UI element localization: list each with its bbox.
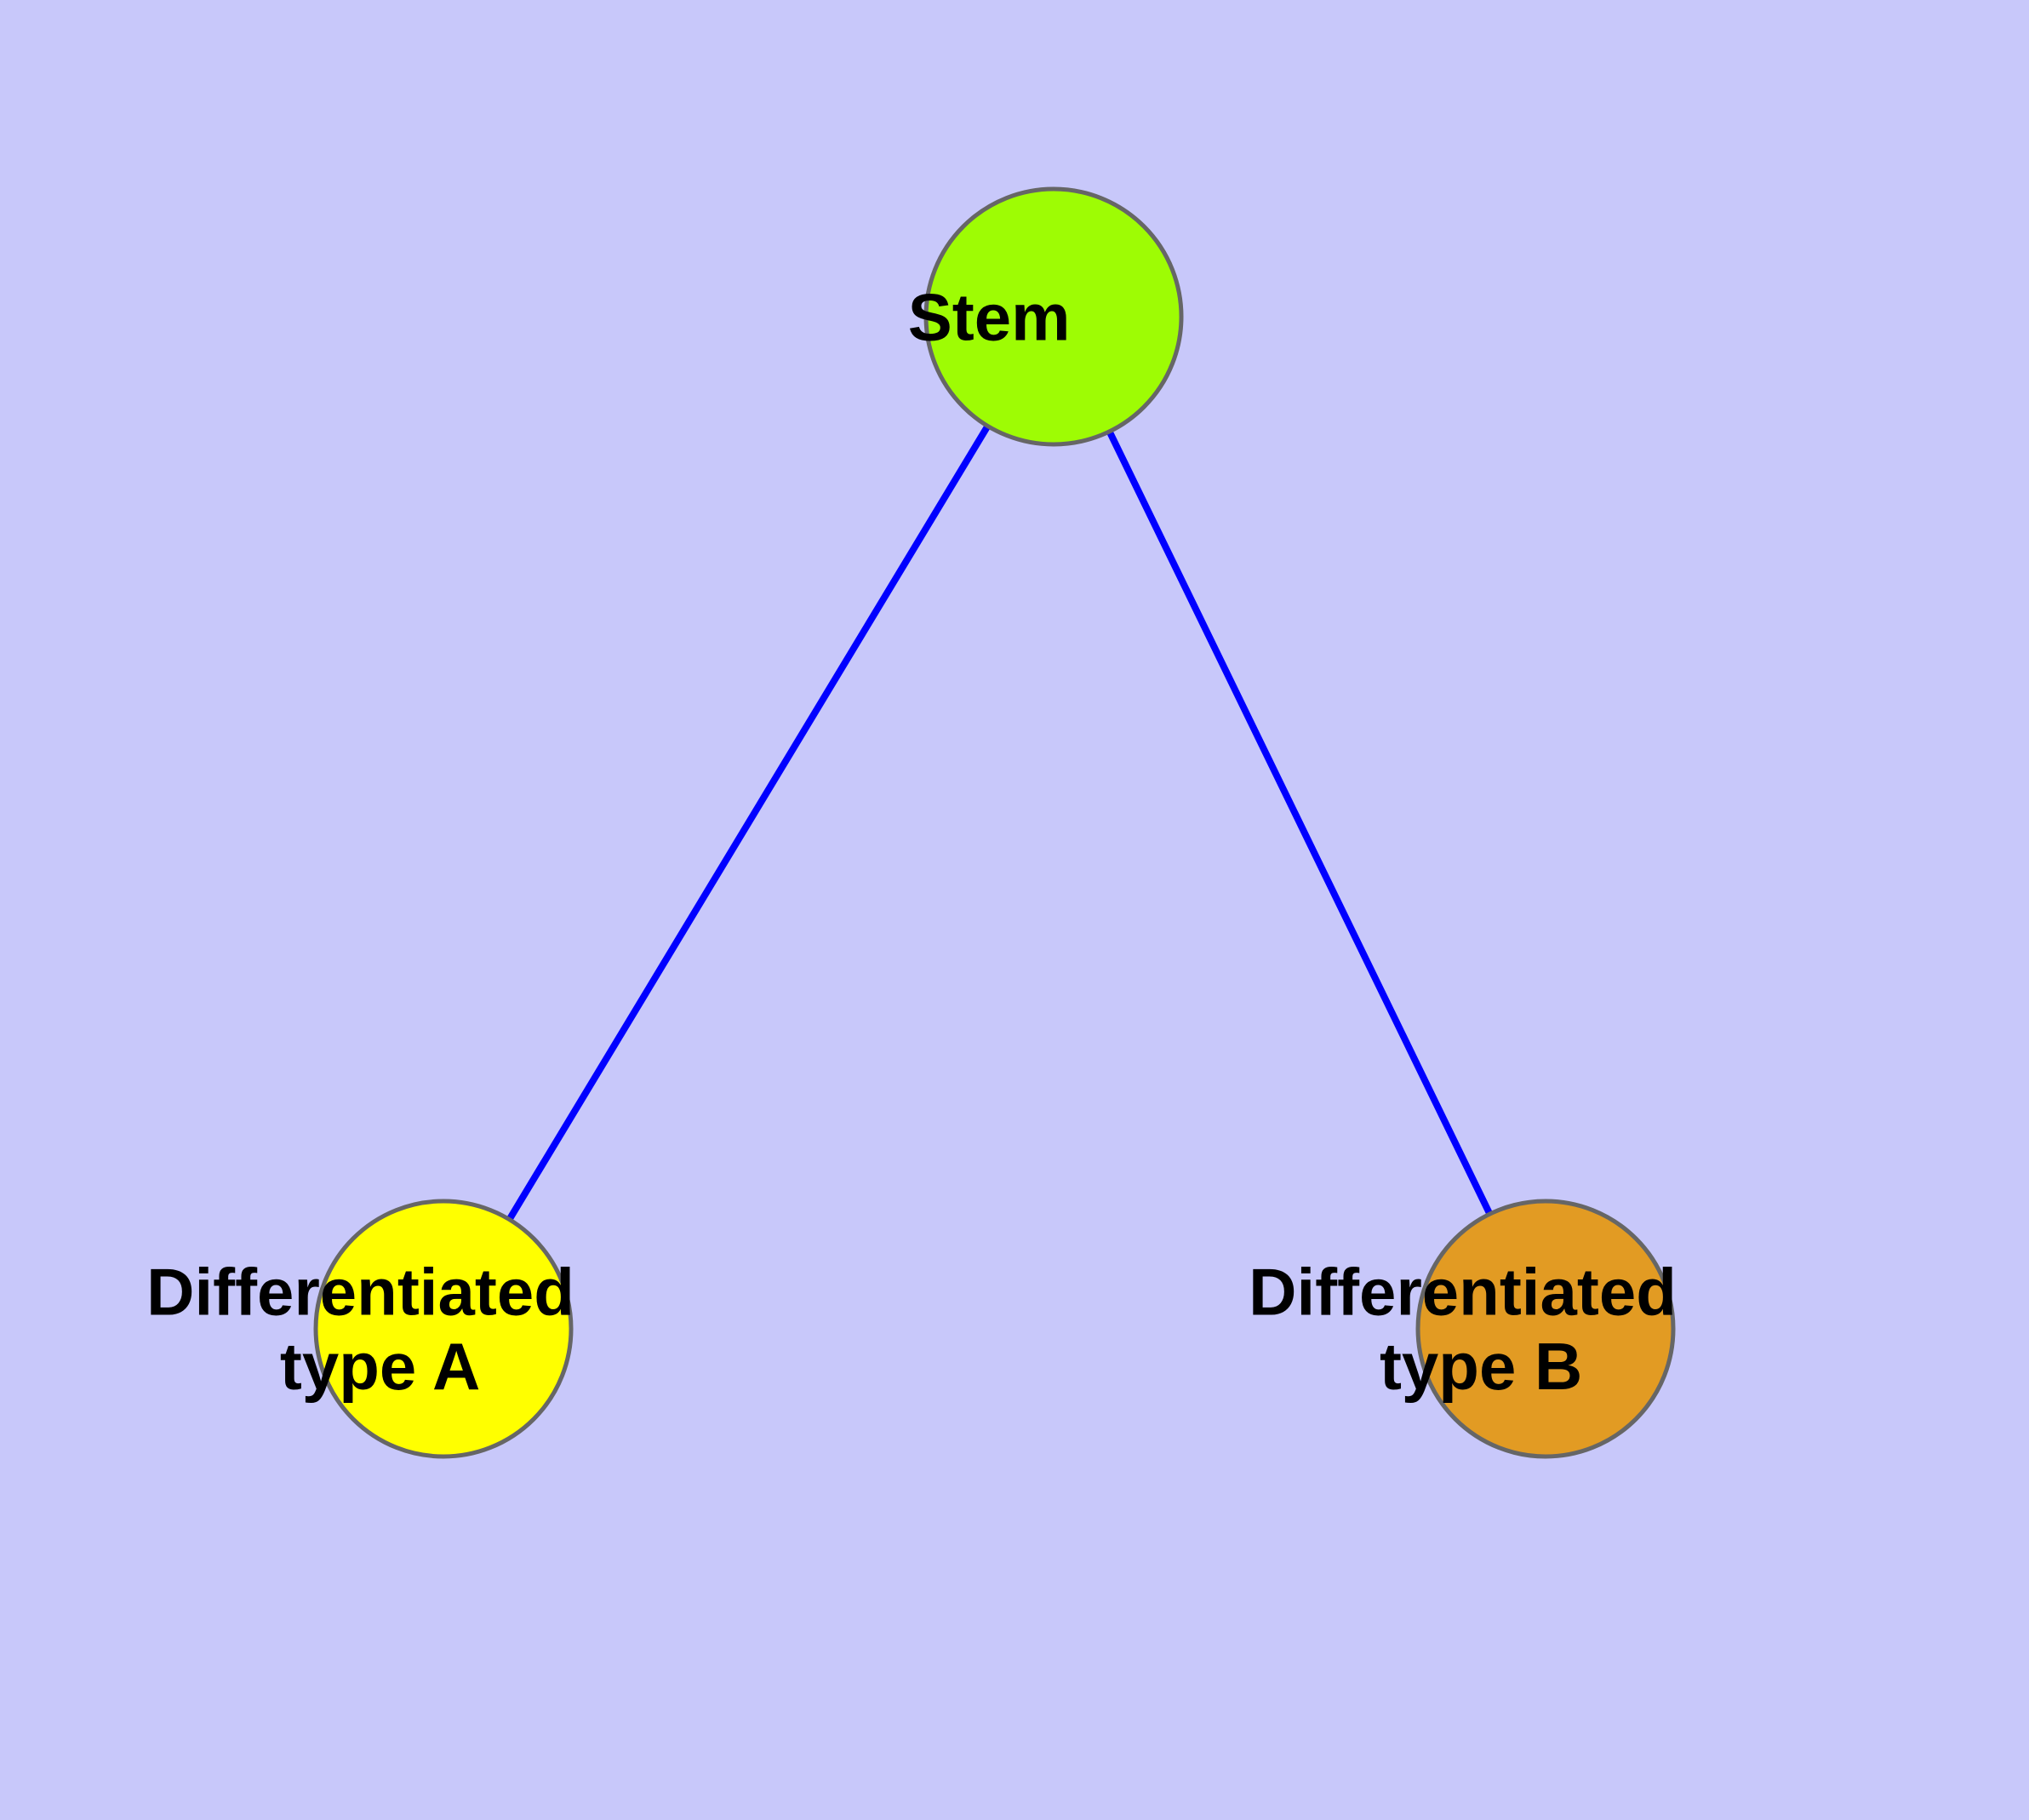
node-label-diff-a: Differentiated type A [0, 0, 740, 1404]
node-label-diff-b-line-2: type B [1380, 1329, 1582, 1404]
edge-stem-to-diff-b[interactable] [1106, 428, 1494, 1217]
edge-layer [506, 422, 1494, 1223]
node-label-diff-a-line-2: type A [280, 1329, 479, 1404]
node-label-stem: Stem [0, 0, 1199, 354]
node-stem[interactable] [923, 186, 1184, 447]
node-label-stem-line-1: Stem [908, 279, 1071, 354]
node-label-diff-a-line-1: Differentiated [146, 1255, 574, 1330]
node-layer [313, 186, 1676, 1459]
node-diff-b[interactable] [1415, 1199, 1676, 1459]
node-diff-a[interactable] [313, 1199, 574, 1459]
label-layer: Stem Differentiated type A Differentiate… [0, 0, 1677, 1404]
node-label-diff-b: Differentiated type B [1249, 1255, 1677, 1404]
node-label-diff-b-line-1: Differentiated [1249, 1255, 1677, 1330]
edge-stem-to-diff-a[interactable] [506, 422, 992, 1223]
